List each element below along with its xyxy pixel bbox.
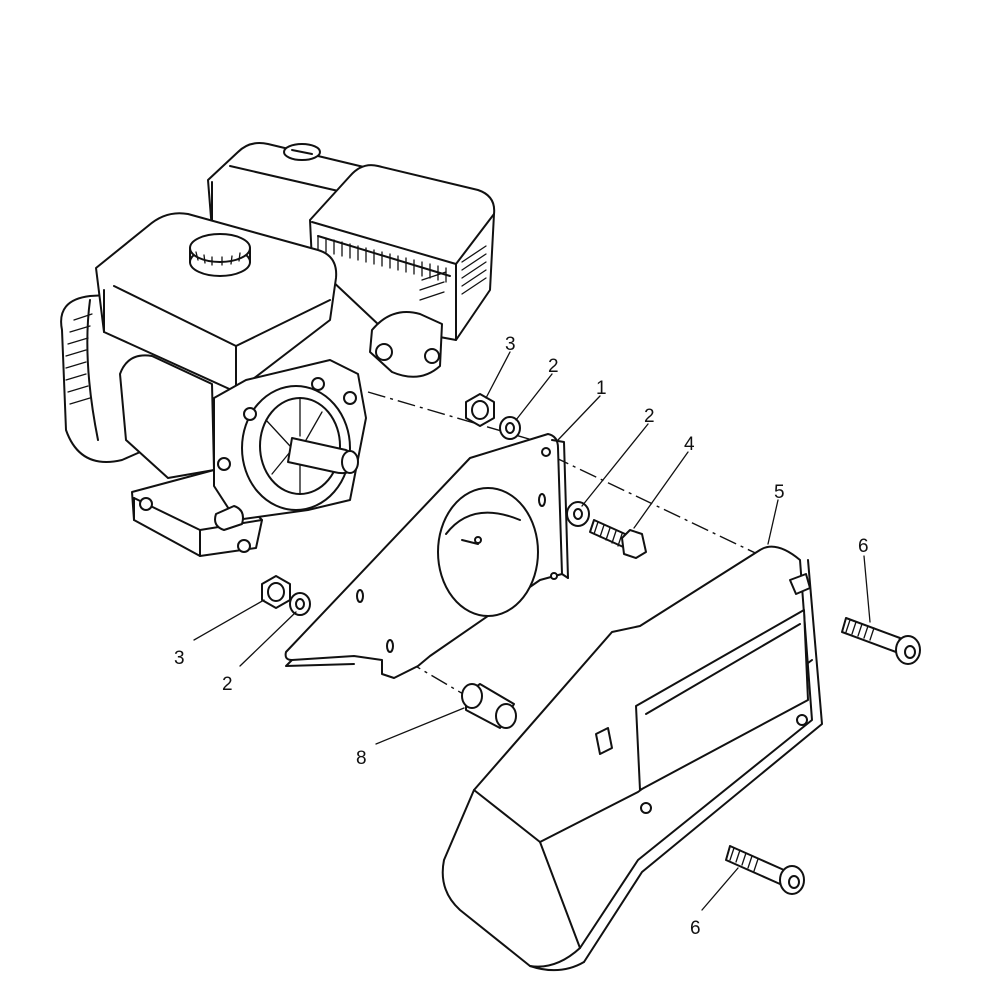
callout-6-upper: 6 xyxy=(858,536,869,557)
bolt-6-lower xyxy=(725,845,805,895)
spacer-8 xyxy=(461,683,517,729)
callout-8: 8 xyxy=(356,748,367,769)
callout-3-lower: 3 xyxy=(174,648,185,669)
leader-lines xyxy=(193,351,871,911)
callout-labels: 3 2 1 2 4 5 6 3 2 8 6 xyxy=(174,334,869,939)
callout-5: 5 xyxy=(774,482,785,503)
nut-lower xyxy=(261,575,291,609)
callout-6-lower: 6 xyxy=(690,918,701,939)
belt-guard xyxy=(441,545,823,972)
callout-4: 4 xyxy=(684,434,695,455)
washer-upper xyxy=(499,416,521,440)
bolt-4 xyxy=(589,519,647,559)
nut-upper xyxy=(465,393,495,427)
mounting-plate xyxy=(284,433,569,679)
callout-2-lower: 2 xyxy=(222,674,233,695)
engine xyxy=(60,142,496,557)
washer-lower xyxy=(289,592,311,616)
bolt-6-upper xyxy=(841,617,921,665)
callout-1: 1 xyxy=(596,378,607,399)
washer-middle xyxy=(566,501,590,527)
callout-2-upper: 2 xyxy=(548,356,559,377)
callout-3-upper: 3 xyxy=(505,334,516,355)
callout-2-middle: 2 xyxy=(644,406,655,427)
